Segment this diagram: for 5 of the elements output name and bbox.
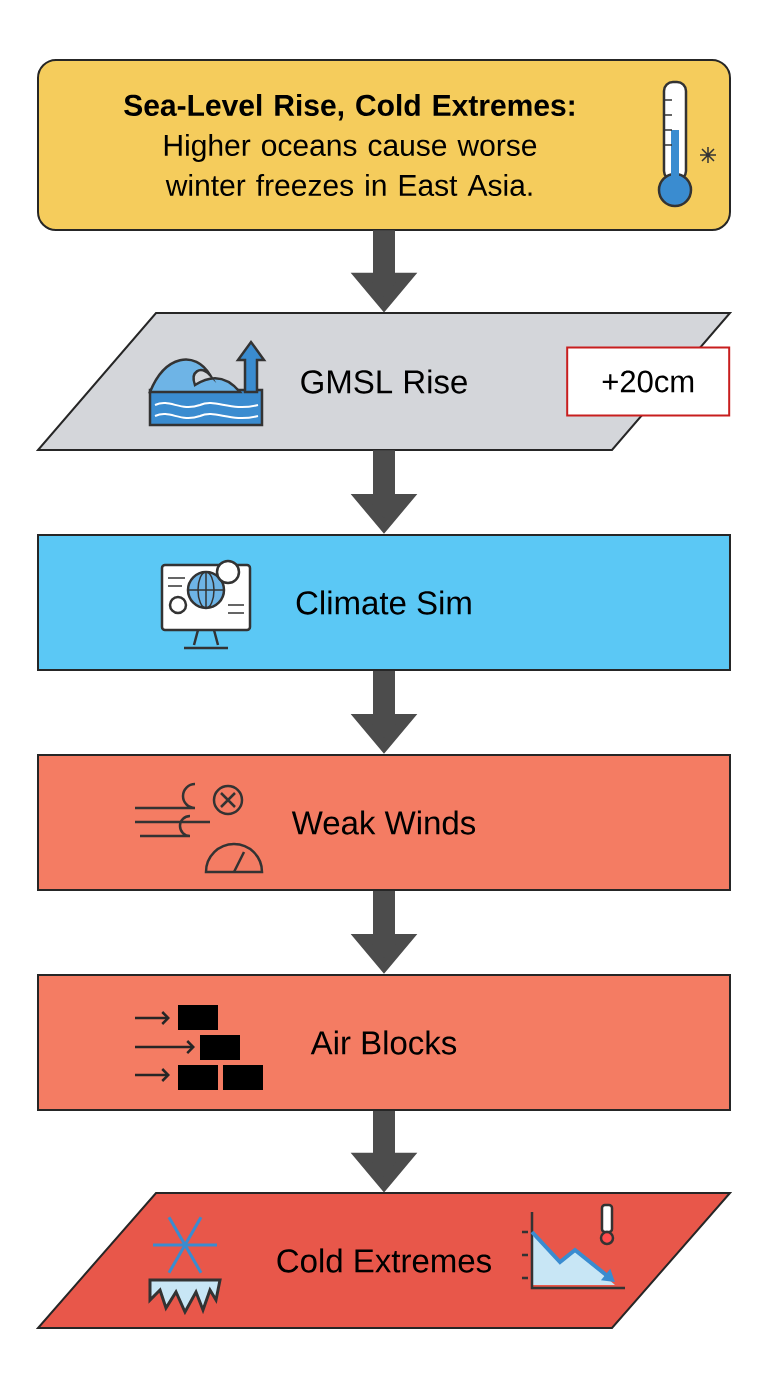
process-box: Air Blocks: [37, 974, 731, 1111]
process-box: Weak Winds: [37, 754, 731, 891]
value-box: +20cm: [566, 346, 731, 417]
process-box: Climate Sim: [37, 534, 731, 671]
title-box: Sea-Level Rise, Cold Extremes: Higher oceans cause worse winter freezes in East Asia.: [37, 59, 731, 231]
